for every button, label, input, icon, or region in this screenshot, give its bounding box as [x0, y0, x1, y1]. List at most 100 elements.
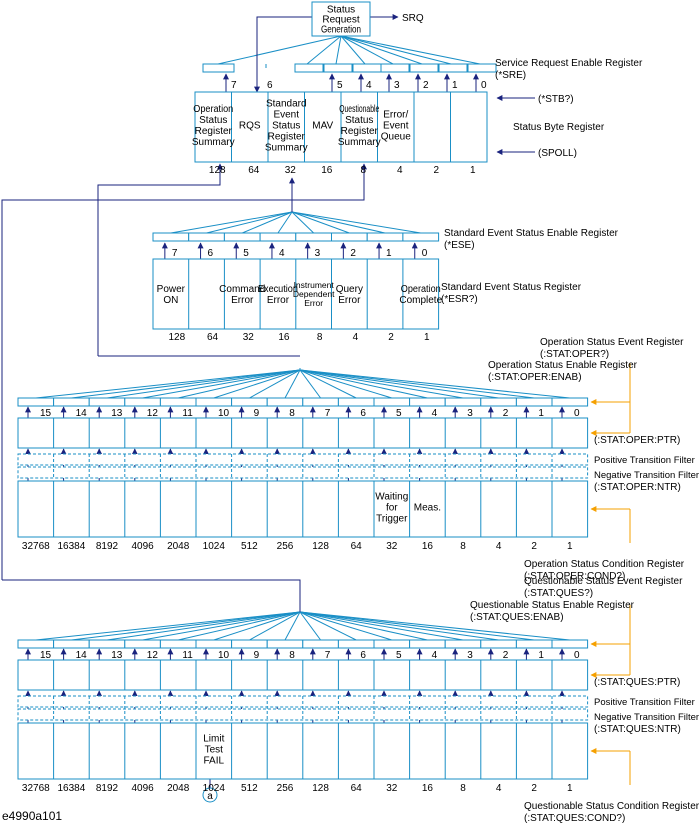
ques-fan-line: [71, 611, 301, 641]
oper-condition-cell-label: Meas.: [414, 503, 441, 514]
status-byte-cell-label: MAV: [312, 121, 333, 132]
oper-fan-line: [213, 369, 301, 399]
oper-enable-bit-cell: [515, 397, 553, 407]
oper-bit-number: 3: [467, 408, 473, 419]
status-byte-cell-label: Summary: [192, 137, 235, 148]
ques-neg-filter-label: Negative Transition Filter: [594, 712, 699, 723]
status-byte-weight: 2: [433, 165, 439, 176]
esr-weight: 2: [388, 332, 394, 343]
oper-bit-number: 8: [289, 408, 295, 419]
oper-fan-line: [299, 369, 357, 399]
ques-fan-line: [142, 611, 301, 641]
ques-summary-line: [1, 163, 367, 580]
oper-summary-line: [97, 163, 223, 356]
oper-weight: 1: [567, 541, 573, 552]
oper-weight: 2: [531, 541, 537, 552]
ese-bit-cell: [366, 232, 404, 242]
oper-enable-bit-cell: [480, 397, 517, 407]
oper-bit-number: 1: [538, 408, 544, 419]
ques-enable-bit-cell: [302, 639, 339, 649]
sre-fan-line: [306, 35, 342, 65]
ques-bit-number: 10: [218, 650, 230, 661]
stb-bit-number: 5: [337, 80, 343, 91]
esr-weight: 1: [424, 332, 430, 343]
ques-condition-cell-label: Limit: [203, 734, 224, 745]
oper-bit-number: 9: [254, 408, 260, 419]
ques-fan-line: [299, 611, 535, 641]
ese-bit-cell: [331, 232, 368, 242]
ques-enable-bit-cell: [124, 639, 161, 649]
oper-enable-register-name: Operation Status Enable Register: [488, 360, 638, 371]
ques-condition-cell-label: FAIL: [204, 756, 225, 767]
oper-fan-line: [71, 369, 301, 399]
ques-enable-bit-cell: [195, 639, 233, 649]
oper-ntr-label: (:STAT:OPER:NTR): [594, 482, 681, 493]
esr-cell-label: Execution: [258, 284, 298, 295]
ques-fan-line: [106, 611, 301, 641]
status-byte-cell-label: Event: [383, 121, 409, 132]
ques-enable-register-name: Questionable Status Enable Register: [470, 600, 635, 611]
oper-condition-cell-label: Trigger: [376, 514, 408, 525]
esr-cell-label: Error: [231, 295, 254, 306]
status-byte-register-name: Status Byte Register: [513, 122, 605, 133]
esr-cell-label: Operation: [401, 284, 441, 295]
sre-bit-cell: [409, 63, 439, 73]
ques-bit-number: 2: [503, 650, 509, 661]
ese-bit-cell: [295, 232, 332, 242]
stb-query-label: (*STB?): [538, 94, 574, 105]
oper-bit-number: 4: [432, 408, 438, 419]
ques-weight: 32768: [22, 783, 50, 794]
status-byte-cell-label: Status: [199, 115, 227, 126]
oper-fan-line: [299, 369, 464, 399]
sre-bit-cell: [352, 63, 382, 73]
status-request-generation-box: [311, 1, 371, 37]
esr-name: Standard Event Status Register: [441, 282, 582, 293]
sre-bit-cell: [294, 63, 324, 73]
oper-pos-filter-label: Positive Transition Filter: [594, 455, 695, 466]
marker-a-circle: [202, 787, 218, 803]
sre-bit-cell: [438, 63, 468, 73]
oper-enable-bit-cell: [17, 397, 55, 407]
oper-fan-line: [299, 369, 535, 399]
oper-fan-line: [249, 369, 301, 399]
esr-weight: 8: [317, 332, 323, 343]
register-boxes: [17, 1, 589, 803]
ques-weight: 8: [460, 783, 466, 794]
esr-weight: 64: [207, 332, 219, 343]
status-byte-cell-label: Standard: [266, 99, 307, 110]
ese-bit-cell: [152, 232, 190, 242]
status-byte-cell-label: Event: [273, 110, 299, 121]
ques-enable-bit-cell: [17, 639, 55, 649]
ese-bit-number: 2: [350, 248, 356, 259]
ese-bit-number: 7: [172, 248, 178, 259]
status-byte-cell-label: Queue: [381, 132, 411, 143]
status-byte-cell-label: Register: [195, 126, 233, 137]
ques-bit-number: 3: [467, 650, 473, 661]
oper-enable-bit-cell: [231, 397, 268, 407]
ques-ntr-label: (:STAT:QUES:NTR): [594, 724, 681, 735]
status-byte-weight: 16: [321, 165, 333, 176]
oper-enable-bit-cell: [159, 397, 197, 407]
ese-fan-line: [170, 211, 293, 234]
ques-enable-bit-cell: [88, 639, 126, 649]
oper-weight: 32768: [22, 541, 50, 552]
oper-enable-bit-cell: [195, 397, 233, 407]
oper-neg-filter-label: Negative Transition Filter: [594, 470, 699, 481]
oper-weight: 256: [277, 541, 294, 552]
marker-a-label: a: [207, 791, 213, 802]
oper-fan-line: [299, 369, 392, 399]
oper-weight: 128: [312, 541, 329, 552]
ques-weight: 8192: [96, 783, 119, 794]
oper-fan-line: [299, 369, 428, 399]
oper-ptr-label: (:STAT:OPER:PTR): [594, 435, 680, 446]
ques-weight: 1: [567, 783, 573, 794]
ques-enable-bit-cell: [373, 639, 411, 649]
ques-enable-register-name: (:STAT:QUES:ENAB): [470, 612, 564, 623]
ques-enable-bit-cell: [53, 639, 90, 649]
status-byte-cell-label: Operation: [193, 104, 233, 115]
oper-bit-number: 0: [574, 408, 580, 419]
ques-condition-register-name: (:STAT:QUES:COND?): [524, 813, 625, 824]
ques-fan-line: [299, 611, 570, 641]
oper-weight: 64: [351, 541, 363, 552]
ques-bit-number: 11: [182, 650, 193, 661]
